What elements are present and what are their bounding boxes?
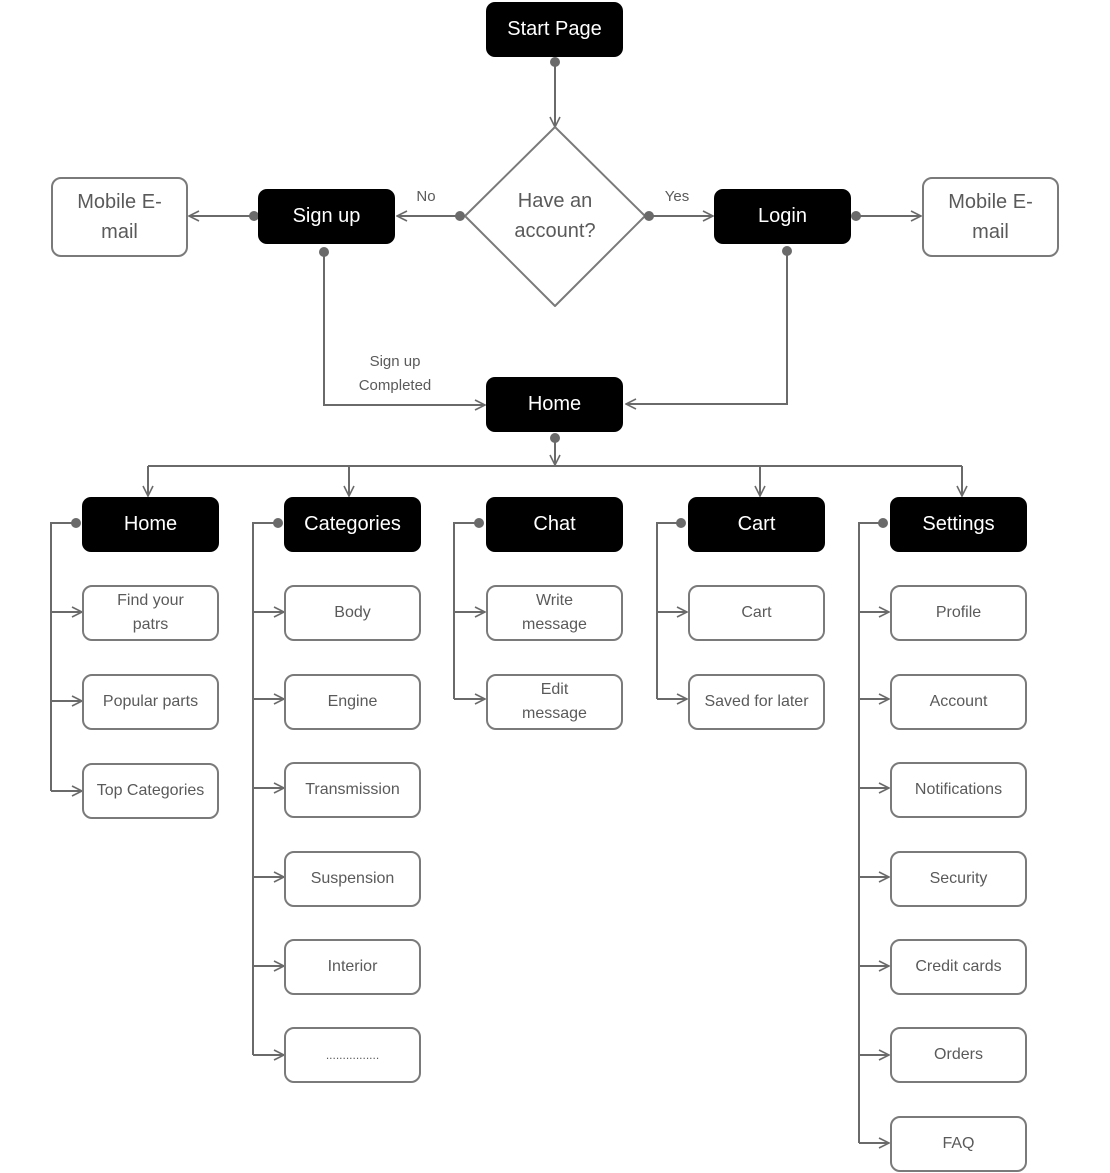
decision-yes-label: Yes	[664, 188, 690, 205]
section-title: Home	[123, 513, 178, 535]
item-label: FAQ	[942, 1135, 975, 1152]
item-label: Notifications	[914, 781, 1003, 798]
section-item: Body	[284, 585, 421, 641]
login-options-node: Mobile E-mail	[922, 177, 1059, 257]
item-label: Suspension	[310, 870, 395, 887]
section-item: Saved for later	[688, 674, 825, 730]
login-label: Login	[758, 205, 807, 227]
item-label: Profile	[935, 604, 982, 621]
section-item: Write message	[486, 585, 623, 641]
section-cart-header: Cart	[688, 497, 825, 552]
spine-home	[50, 522, 76, 791]
section-item: Orders	[890, 1027, 1027, 1083]
decision-diamond	[464, 126, 646, 307]
section-item: ................	[284, 1027, 421, 1083]
edge-login-to-home	[626, 251, 788, 404]
section-item: Interior	[284, 939, 421, 995]
section-item: Suspension	[284, 851, 421, 907]
section-item: Find your patrs	[82, 585, 219, 641]
item-label: Security	[929, 870, 988, 887]
section-home-header: Home	[82, 497, 219, 552]
section-item: Account	[890, 674, 1027, 730]
section-item: Top Categories	[82, 763, 219, 819]
section-title: Settings	[922, 513, 995, 535]
start-page-node: Start Page	[486, 2, 623, 57]
signup-options-label: Mobile E-mail	[77, 191, 162, 243]
signup-options-node: Mobile E-mail	[51, 177, 188, 257]
item-label: Body	[334, 604, 371, 621]
signup-completed-label: Sign up Completed	[358, 353, 432, 394]
section-item: Cart	[688, 585, 825, 641]
spine-cart	[656, 522, 681, 699]
spine-settings	[858, 522, 883, 1143]
spine-chat	[453, 522, 479, 699]
home-node: Home	[486, 377, 623, 432]
section-item: Popular parts	[82, 674, 219, 730]
home-label: Home	[527, 393, 582, 415]
item-label: Find your patrs	[117, 592, 184, 633]
login-options-label: Mobile E-mail	[948, 191, 1033, 243]
item-label: ................	[325, 1048, 380, 1062]
section-settings-header: Settings	[890, 497, 1027, 552]
signup-node: Sign up	[258, 189, 395, 244]
edge-signup-to-home	[323, 252, 485, 405]
item-label: Credit cards	[915, 958, 1002, 975]
item-label: Orders	[934, 1046, 983, 1063]
section-item: Profile	[890, 585, 1027, 641]
item-label: Write message	[522, 592, 587, 633]
section-item: Transmission	[284, 762, 421, 818]
section-title: Chat	[533, 513, 576, 535]
section-title: Categories	[304, 513, 401, 535]
item-label: Engine	[327, 693, 378, 710]
item-label: Top Categories	[96, 782, 205, 799]
section-item: Notifications	[890, 762, 1027, 818]
signup-label: Sign up	[292, 205, 361, 227]
item-label: Interior	[327, 958, 378, 975]
item-label: Account	[929, 693, 988, 710]
section-categories-header: Categories	[284, 497, 421, 552]
item-label: Cart	[741, 604, 772, 621]
decision-no-label: No	[416, 188, 436, 205]
section-item: Edit message	[486, 674, 623, 730]
decision-label: Have an account?	[514, 190, 596, 242]
start-page-label: Start Page	[507, 18, 602, 40]
item-label: Edit message	[522, 681, 587, 722]
login-node: Login	[714, 189, 851, 244]
section-item: Credit cards	[890, 939, 1027, 995]
section-item: Security	[890, 851, 1027, 907]
section-title: Cart	[737, 513, 776, 535]
section-item: Engine	[284, 674, 421, 730]
section-item: FAQ	[890, 1116, 1027, 1172]
item-label: Saved for later	[704, 693, 809, 710]
connector-dots	[71, 57, 888, 528]
item-label: Popular parts	[102, 693, 199, 710]
section-chat-header: Chat	[486, 497, 623, 552]
item-label: Transmission	[305, 781, 400, 798]
